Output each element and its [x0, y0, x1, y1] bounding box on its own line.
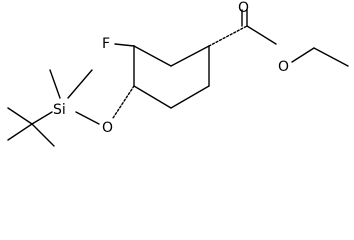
si-tbu-bond	[31, 111, 53, 125]
ring-bond	[133, 85, 172, 109]
ring-bond	[170, 45, 210, 67]
o-si-bond	[75, 111, 100, 125]
atom-O-ester: O	[278, 59, 289, 75]
atom-O-carbonyl: O	[238, 0, 249, 16]
atom-O-ether: O	[102, 120, 113, 136]
tbu-bond	[7, 107, 33, 125]
ester-bond	[246, 25, 277, 45]
structure-diagram: F O O O Si	[7, 0, 349, 147]
ethyl-bond	[313, 47, 349, 67]
ether-hashed-bond	[112, 85, 135, 119]
ester-bond	[291, 47, 315, 63]
fluoro-bond	[114, 43, 135, 47]
ring-bond	[170, 85, 210, 109]
atom-Si: Si	[53, 102, 66, 118]
molecule-drawing: F O O O Si	[7, 0, 349, 147]
atom-F: F	[102, 36, 110, 52]
ring-bond	[133, 45, 172, 67]
si-methyl-bond	[49, 69, 61, 99]
tbu-bond	[7, 123, 33, 141]
tbu-bond	[31, 123, 55, 147]
hashed-bond	[208, 25, 248, 47]
si-methyl-bond	[67, 69, 93, 99]
